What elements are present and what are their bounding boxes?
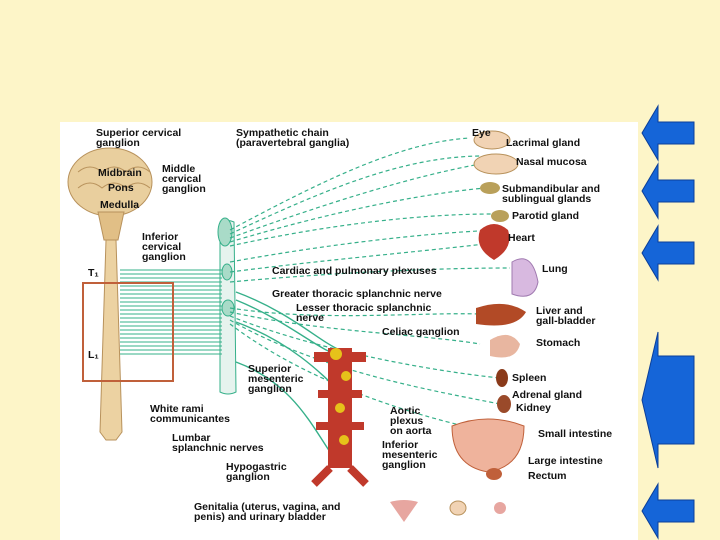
label-sympathetic-chain: Sympathetic chain (paravertebral ganglia… xyxy=(236,127,350,149)
highlight-box xyxy=(82,282,174,382)
label-midbrain: Midbrain xyxy=(98,167,142,179)
label-superior-mesenteric-ganglion: Superior mesenteric ganglion xyxy=(248,363,304,395)
label-celiac-ganglion: Celiac ganglion xyxy=(382,326,460,338)
label-l1: L₁ xyxy=(88,349,99,361)
label-lesser-thoracic-splanchnic: Lesser thoracic splanchnic nerve xyxy=(296,302,432,324)
label-liver: Liver and gall-bladder xyxy=(536,305,596,327)
label-t1: T₁ xyxy=(88,267,99,279)
arrow-left-icon xyxy=(641,331,695,469)
label-middle-cervical-ganglion: Middle cervical ganglion xyxy=(162,163,206,195)
label-inferior-cervical-ganglion: Inferior cervical ganglion xyxy=(142,231,186,263)
nav-arrow-4[interactable] xyxy=(640,330,696,470)
label-lacrimal-gland: Lacrimal gland xyxy=(506,137,581,149)
arrow-left-icon xyxy=(641,104,695,162)
diagram-drawing xyxy=(67,130,539,522)
label-pons: Pons xyxy=(108,182,134,194)
arrow-left-icon xyxy=(641,224,695,282)
label-greater-thoracic-splanchnic: Greater thoracic splanchnic nerve xyxy=(272,288,442,300)
label-small-intestine: Small intestine xyxy=(538,428,613,440)
label-large-intestine: Large intestine xyxy=(528,455,603,467)
label-hypogastric-ganglion: Hypogastric ganglion xyxy=(226,461,287,483)
sympathetic-nervous-system-diagram: Superior cervical ganglion Sympathetic c… xyxy=(60,122,638,540)
label-kidney: Kidney xyxy=(516,402,552,414)
label-rectum: Rectum xyxy=(528,470,567,482)
postganglionic-fibers xyxy=(229,137,511,435)
label-genitalia: Genitalia (uterus, vagina, and penis) an… xyxy=(194,501,341,523)
label-adrenal: Adrenal gland xyxy=(512,389,583,401)
label-lumbar-splanchnic: Lumbar splanchnic nerves xyxy=(172,432,264,454)
rami-lines xyxy=(120,269,222,355)
organ-illustrations xyxy=(390,130,539,522)
arrow-left-icon xyxy=(641,162,695,220)
nav-arrow-1[interactable] xyxy=(640,104,696,162)
label-parotid: Parotid gland xyxy=(512,210,580,222)
label-aortic-plexus: Aortic plexus on aorta xyxy=(390,405,432,437)
label-eye: Eye xyxy=(472,127,491,139)
label-heart: Heart xyxy=(508,232,535,244)
label-medulla: Medulla xyxy=(100,199,140,211)
label-cardiac-pulmonary-plexuses: Cardiac and pulmonary plexuses xyxy=(272,265,437,277)
label-white-rami: White rami communicantes xyxy=(150,403,230,425)
label-inferior-mesenteric-ganglion: Inferior mesenteric ganglion xyxy=(382,439,438,471)
nav-arrow-5[interactable] xyxy=(640,482,696,540)
aorta-illustration xyxy=(311,348,369,487)
label-nasal-mucosa: Nasal mucosa xyxy=(516,156,587,168)
nav-arrow-3[interactable] xyxy=(640,224,696,282)
sympathetic-chain-illustration xyxy=(217,217,237,395)
arrow-left-icon xyxy=(641,482,695,540)
label-spleen: Spleen xyxy=(512,372,547,384)
label-submandibular: Submandibular and sublingual glands xyxy=(502,183,601,205)
label-stomach: Stomach xyxy=(536,337,581,349)
label-superior-cervical-ganglion: Superior cervical ganglion xyxy=(96,127,182,149)
brainstem-illustration xyxy=(67,147,153,441)
label-lung: Lung xyxy=(542,263,568,275)
nav-arrow-2[interactable] xyxy=(640,162,696,220)
